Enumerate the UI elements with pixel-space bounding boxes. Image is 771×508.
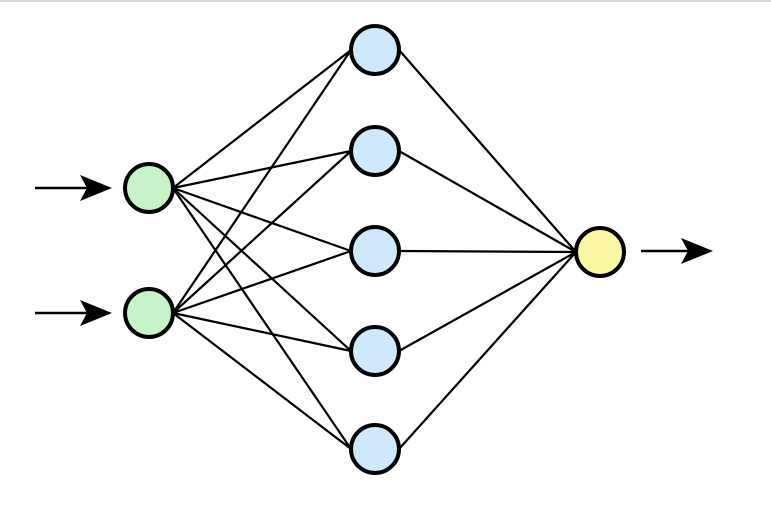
edge-input-to-hidden [172, 49, 352, 189]
input-node [123, 287, 175, 339]
edge-input-to-hidden [172, 49, 352, 314]
output-node [574, 226, 626, 278]
edge-hidden-to-output [398, 49, 577, 253]
input-arrow [35, 300, 112, 326]
window-top-border [0, 0, 771, 2]
output-arrow [641, 238, 713, 264]
hidden-node [349, 24, 401, 76]
input-node [123, 162, 175, 214]
edge-input-to-hidden [172, 186, 352, 253]
edge-hidden-to-output [398, 251, 577, 352]
edge-input-to-hidden [172, 187, 352, 450]
input-arrow [35, 175, 112, 201]
hidden-node [349, 125, 401, 177]
edge-hidden-to-output [398, 150, 577, 253]
edge-input-to-hidden [172, 311, 352, 353]
hidden-node [349, 325, 401, 377]
edge-input-to-hidden [172, 150, 352, 314]
edge-input-to-hidden [172, 187, 352, 352]
edge-input-to-hidden [172, 249, 352, 315]
edge-input-to-hidden [172, 149, 352, 190]
hidden-node [349, 423, 401, 475]
edge-hidden-to-output [398, 249, 577, 254]
edge-input-to-hidden [172, 312, 352, 450]
hidden-node [349, 225, 401, 277]
edge-hidden-to-output [398, 251, 577, 450]
input-arrow-head [80, 175, 112, 201]
input-arrow-head [80, 300, 112, 326]
output-arrow-head [681, 238, 713, 264]
